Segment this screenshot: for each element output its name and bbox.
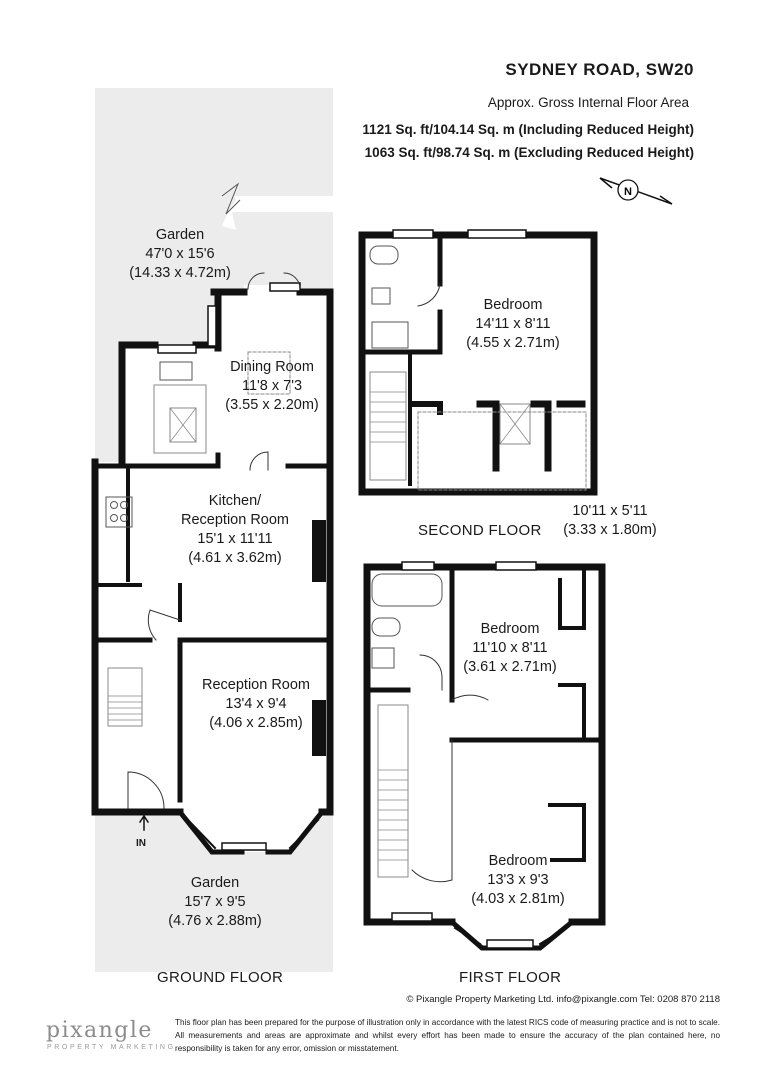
ground-floor-plan [91, 272, 334, 855]
room-second-eaves: 10'11 x 5'11 (3.33 x 1.80m) [552, 502, 668, 540]
room-size-imperial: 10'11 x 5'11 [572, 503, 648, 519]
room-size-metric: (4.03 x 2.81m) [471, 891, 565, 907]
pixangle-logo: pixangle [46, 1018, 153, 1043]
floor-label-second: SECOND FLOOR [418, 522, 542, 539]
room-size-metric: (4.55 x 2.71m) [466, 335, 560, 351]
room-size-imperial: 11'8 x 7'3 [241, 378, 303, 394]
area-including: 1121 Sq. ft/104.14 Sq. m (Including Redu… [362, 122, 694, 137]
room-name: Garden [190, 875, 240, 891]
room-dining: Dining Room 11'8 x 7'3 (3.55 x 2.20m) [212, 358, 332, 415]
entrance-label: IN [136, 838, 146, 849]
room-name: Dining Room [230, 359, 314, 375]
area-subtitle: Approx. Gross Internal Floor Area [487, 95, 689, 110]
room-size-imperial: 11'10 x 8'11 [472, 640, 548, 656]
room-size-imperial: 13'3 x 9'3 [487, 872, 549, 888]
room-first-bedroom-front: Bedroom 13'3 x 9'3 (4.03 x 2.81m) [460, 852, 576, 909]
room-reception: Reception Room 13'4 x 9'4 (4.06 x 2.85m) [182, 676, 330, 733]
area-excluding: 1063 Sq. ft/98.74 Sq. m (Excluding Reduc… [364, 145, 694, 160]
room-size-metric: (3.55 x 2.20m) [225, 397, 319, 413]
room-size-metric: (4.61 x 3.62m) [188, 550, 282, 566]
room-kitchen: Kitchen/ Reception Room 15'1 x 11'11 (4.… [150, 492, 320, 568]
room-name: Garden [155, 227, 205, 243]
room-name: Kitchen/ [208, 493, 262, 509]
room-size-metric: (4.06 x 2.85m) [209, 715, 303, 731]
compass-letter: N [624, 186, 632, 198]
room-second-bedroom: Bedroom 14'11 x 8'11 (4.55 x 2.71m) [448, 296, 578, 353]
room-size-imperial: 14'11 x 8'11 [475, 316, 551, 332]
disclaimer-text: This floor plan has been prepared for th… [175, 1018, 720, 1053]
room-first-bedroom-rear: Bedroom 11'10 x 8'11 (3.61 x 2.71m) [452, 620, 568, 677]
room-garden-front: Garden 15'7 x 9'5 (4.76 x 2.88m) [145, 874, 285, 931]
room-size-metric: (3.33 x 1.80m) [563, 522, 657, 538]
room-size-metric: (3.61 x 2.71m) [463, 659, 557, 675]
room-garden-rear: Garden 47'0 x 15'6 (14.33 x 4.72m) [100, 226, 260, 283]
room-name: Bedroom [480, 621, 540, 637]
room-size-imperial: 47'0 x 15'6 [145, 246, 215, 262]
room-size-imperial: 15'1 x 11'11 [197, 531, 273, 547]
room-size-metric: (14.33 x 4.72m) [129, 265, 231, 281]
room-size-imperial: 13'4 x 9'4 [225, 696, 287, 712]
floor-label-ground: GROUND FLOOR [157, 969, 284, 986]
room-name: Bedroom [488, 853, 548, 869]
room-name: Bedroom [483, 297, 543, 313]
second-floor-plan [358, 229, 598, 496]
room-name: Reception Room [202, 677, 310, 693]
north-compass: N [599, 177, 673, 205]
floor-label-first: FIRST FLOOR [459, 969, 562, 986]
pixangle-logo-tagline: PROPERTY MARKETING [47, 1044, 176, 1051]
room-name-line2: Reception Room [181, 512, 289, 528]
first-floor-plan [363, 561, 606, 951]
property-title: SYDNEY ROAD, SW20 [505, 60, 694, 79]
copyright-line: © Pixangle Property Marketing Ltd. info@… [406, 994, 720, 1005]
room-size-metric: (4.76 x 2.88m) [168, 913, 262, 929]
room-size-imperial: 15'7 x 9'5 [184, 894, 246, 910]
